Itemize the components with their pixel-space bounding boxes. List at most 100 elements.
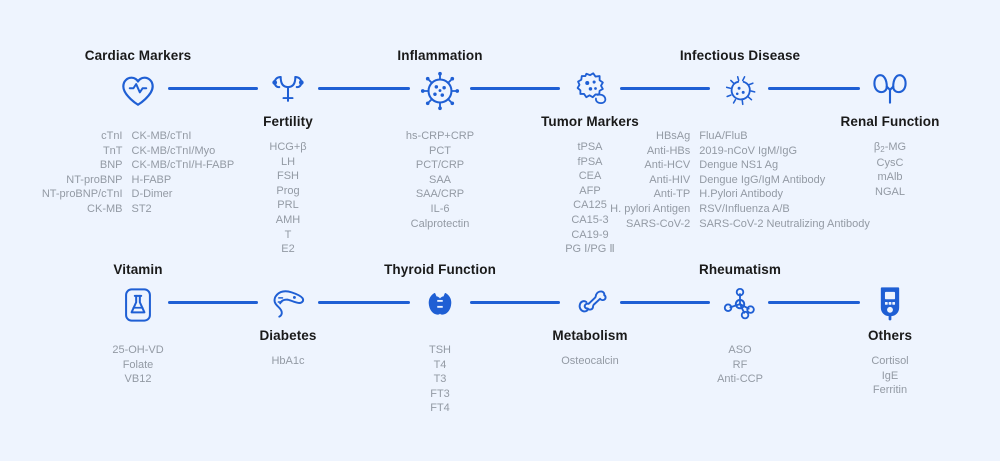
analyte-item: tPSA bbox=[577, 141, 603, 153]
node-title-fertility: Fertility bbox=[263, 114, 313, 129]
node-rheumatism[interactable]: Rheumatism ASO RF Anti-CCP bbox=[610, 262, 870, 387]
analyte-item: FluA/FluB bbox=[699, 130, 748, 142]
analyte-item: SAA bbox=[428, 173, 451, 186]
analyte-item: CK-MB/cTnI bbox=[131, 130, 192, 142]
analyte-item: VB12 bbox=[124, 373, 152, 386]
analyte-item: IL-6 bbox=[430, 202, 450, 215]
analyte-item: RSV/Influenza A/B bbox=[699, 202, 790, 215]
analyte-item: PCT bbox=[429, 144, 451, 157]
analyte-item: IgE bbox=[881, 369, 899, 382]
analyte-item: FT3 bbox=[430, 387, 450, 400]
analyte-item: TnT bbox=[102, 144, 123, 157]
node-title-tumor-markers: Tumor Markers bbox=[541, 114, 639, 129]
connector-metabolism-rheumatism bbox=[620, 301, 710, 304]
analyte-item: cTnI bbox=[101, 130, 123, 142]
analyte-item: PCT/CRP bbox=[415, 159, 465, 172]
analyte-item: 2019-nCoV IgM/IgG bbox=[699, 144, 798, 157]
analyte-list-metabolism: Osteocalcin bbox=[460, 354, 720, 369]
analyte-item: AFP bbox=[579, 184, 601, 197]
analyte-item: H.Pylori Antibody bbox=[699, 188, 784, 201]
analyte-item: Cortisol bbox=[871, 355, 909, 367]
node-title-rheumatism: Rheumatism bbox=[698, 262, 782, 277]
analyte-item: NT-proBNP/cTnI bbox=[41, 188, 123, 201]
analyte-item: Dengue IgG/IgM Antibody bbox=[699, 173, 826, 186]
connector-tumor-infectious bbox=[620, 87, 710, 90]
connector-thyroid-metabolism bbox=[470, 301, 560, 304]
glucose-meter-icon bbox=[868, 280, 912, 324]
analyte-list-rheumatism: ASO RF Anti-CCP bbox=[610, 343, 870, 387]
analyte-item: AMH bbox=[275, 213, 301, 226]
analyte-item: Dengue NS1 Ag bbox=[699, 159, 779, 172]
analyte-item: NT-proBNP bbox=[66, 173, 123, 186]
analyte-item: CEA bbox=[578, 170, 602, 183]
analyte-item: Anti-TP bbox=[653, 188, 691, 201]
connector-fertility-inflammation bbox=[318, 87, 410, 90]
analyte-item: HBsAg bbox=[656, 130, 691, 142]
analyte-item: RF bbox=[732, 358, 748, 371]
uterus-icon bbox=[266, 66, 310, 110]
analyte-item: Folate bbox=[122, 358, 154, 371]
analyte-item: HbA1c bbox=[271, 355, 305, 367]
analyte-item: T3 bbox=[433, 373, 447, 386]
connector-infectious-renal bbox=[768, 87, 860, 90]
analyte-item: Anti-CCP bbox=[717, 373, 763, 386]
analyte-item: Anti-HCV bbox=[644, 159, 691, 172]
analyte-item: fPSA bbox=[577, 155, 603, 168]
kidneys-icon bbox=[868, 66, 912, 110]
bacteria-icon bbox=[718, 69, 762, 113]
analyte-item: Calprotectin bbox=[410, 217, 470, 230]
analyte-item: SAA/CRP bbox=[415, 188, 465, 201]
node-title-vitamin: Vitamin bbox=[113, 262, 163, 277]
analyte-item: FSH bbox=[277, 170, 299, 183]
analyte-item: mAlb bbox=[877, 171, 903, 184]
analyte-item: H. pylori Antigen bbox=[610, 202, 691, 215]
connector-diabetes-thyroid bbox=[318, 301, 410, 304]
analyte-item: CA125 bbox=[573, 199, 607, 212]
node-title-infectious-disease: Infectious Disease bbox=[679, 48, 801, 63]
flask-icon bbox=[116, 283, 160, 327]
node-title-diabetes: Diabetes bbox=[259, 328, 317, 343]
analyte-item: ST2 bbox=[131, 202, 152, 215]
node-title-inflammation: Inflammation bbox=[397, 48, 483, 63]
analyte-item: CA15-3 bbox=[571, 213, 609, 226]
heart-pulse-icon bbox=[116, 69, 160, 113]
node-metabolism[interactable]: Metabolism Osteocalcin bbox=[460, 280, 720, 369]
analyte-item: Anti-HIV bbox=[649, 173, 691, 186]
node-diabetes[interactable]: Diabetes HbA1c bbox=[158, 280, 418, 369]
analyte-item: Osteocalcin bbox=[561, 355, 619, 367]
analyte-item: BNP bbox=[99, 159, 123, 172]
virus-icon bbox=[418, 69, 462, 113]
molecule-icon bbox=[718, 283, 762, 327]
analyte-item: E2 bbox=[281, 243, 295, 256]
analyte-item: ASO bbox=[728, 344, 752, 356]
node-inflammation[interactable]: Inflammation bbox=[310, 48, 570, 231]
analyte-item: TSH bbox=[429, 344, 451, 356]
node-title-cardiac-markers: Cardiac Markers bbox=[84, 48, 192, 63]
analyte-item: LH bbox=[280, 155, 296, 168]
analyte-item: PG Ⅰ/PG Ⅱ bbox=[565, 243, 615, 256]
analyte-item: Ferritin bbox=[872, 384, 908, 397]
analyte-item: Prog bbox=[276, 184, 300, 197]
connector-inflammation-tumor bbox=[470, 87, 560, 90]
